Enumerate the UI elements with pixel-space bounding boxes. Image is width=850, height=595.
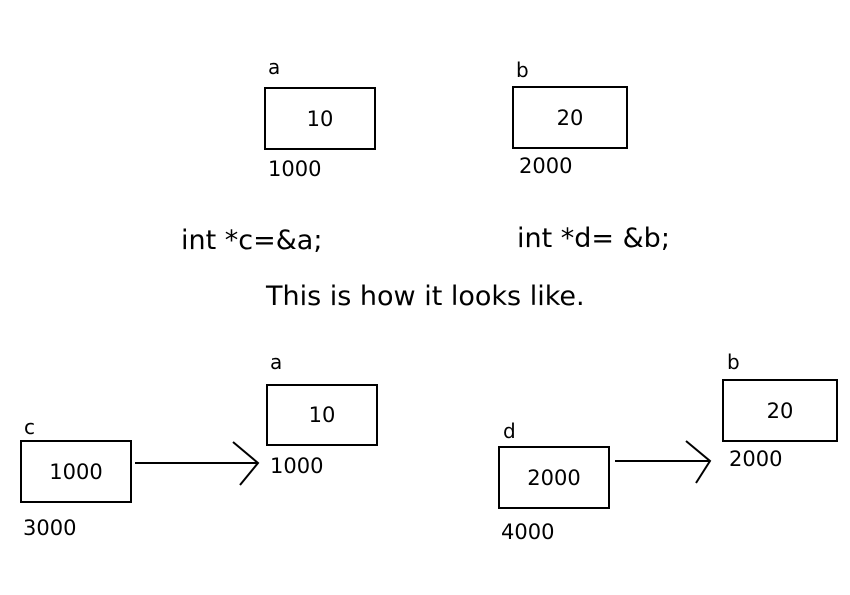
bottom-var-b-value: 20 <box>766 398 794 423</box>
arrow-c-to-a <box>135 441 260 486</box>
bottom-ptr-c-value: 1000 <box>49 459 103 484</box>
bottom-var-b-name: b <box>727 350 740 374</box>
bottom-var-b-address: 2000 <box>729 447 783 471</box>
top-var-b-address: 2000 <box>519 154 573 178</box>
arrow-d-to-b-head <box>685 440 712 484</box>
bottom-var-a-address: 1000 <box>270 454 324 478</box>
top-var-a-name: a <box>268 55 281 79</box>
top-var-a-value: 10 <box>306 106 334 131</box>
bottom-ptr-d-box: 2000 <box>498 446 610 509</box>
bottom-ptr-d-name: d <box>503 419 516 443</box>
top-var-b-name: b <box>516 58 529 82</box>
arrow-d-to-b <box>615 440 712 484</box>
top-var-a-address: 1000 <box>268 157 322 181</box>
arrow-c-to-a-head <box>232 441 260 486</box>
code-line-d: int *d= &b; <box>517 223 670 254</box>
caption: This is how it looks like. <box>266 281 585 312</box>
bottom-ptr-d-address: 4000 <box>501 520 555 544</box>
top-var-a-box: 10 <box>264 87 376 150</box>
bottom-ptr-c-box: 1000 <box>20 440 132 503</box>
bottom-var-a-value: 10 <box>308 403 336 427</box>
top-var-b-value: 20 <box>556 105 584 130</box>
bottom-ptr-c-address: 3000 <box>23 516 77 540</box>
bottom-ptr-c-name: c <box>24 415 35 439</box>
bottom-ptr-d-value: 2000 <box>527 465 581 490</box>
bottom-var-a-name: a <box>270 350 283 374</box>
top-var-b-box: 20 <box>512 86 628 149</box>
bottom-var-b-box: 20 <box>722 379 838 442</box>
code-line-c: int *c=&a; <box>181 225 323 256</box>
bottom-var-a-box: 10 <box>266 384 378 446</box>
